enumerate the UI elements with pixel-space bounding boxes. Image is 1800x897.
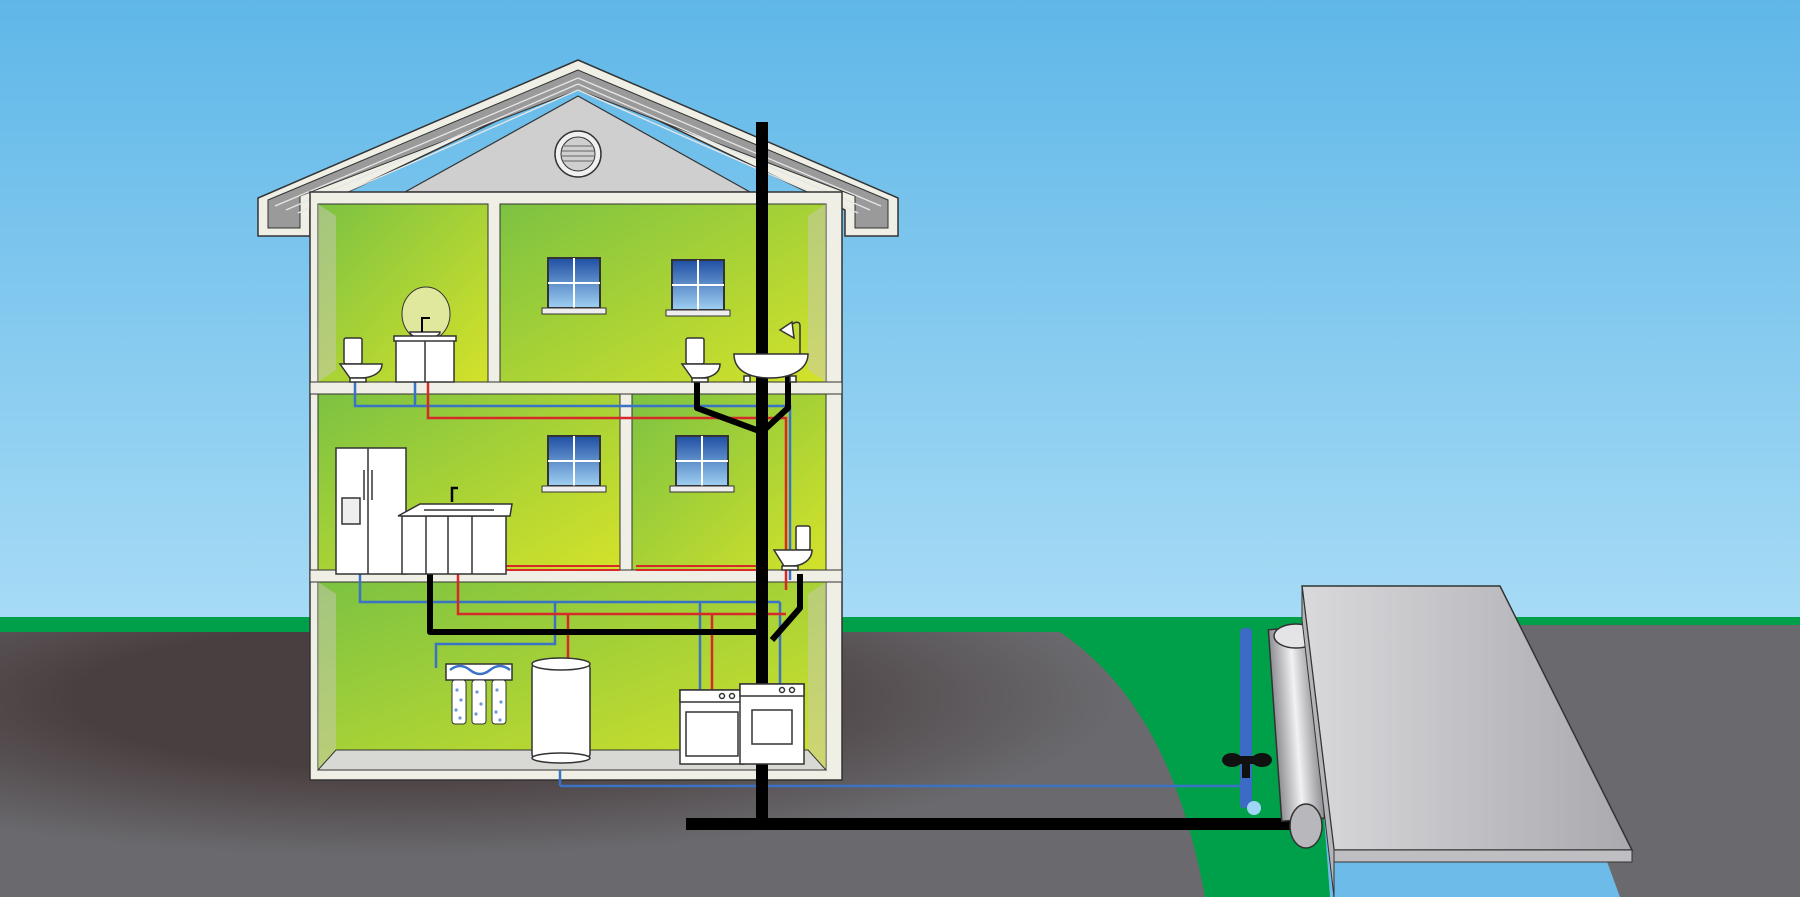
- window-upper-2: [665, 259, 731, 317]
- refrigerator-icon: [335, 447, 407, 575]
- water-filter-system-icon: [445, 663, 513, 725]
- sky: [0, 0, 1800, 640]
- clothes-dryer-icon: [739, 683, 805, 765]
- roof: [257, 59, 899, 237]
- bathroom-sink-vanity-icon: [393, 317, 457, 383]
- bathtub-icon: [733, 353, 809, 383]
- cold-water-lines: [353, 376, 1248, 788]
- curb-slab: [1301, 585, 1634, 897]
- window-main-1: [541, 435, 607, 493]
- window-main-2: [669, 435, 735, 493]
- radiant-floor-lines: [500, 565, 760, 571]
- toilet-upper-right-icon: [680, 337, 721, 383]
- shutoff-valve-icon: [1222, 753, 1272, 778]
- water-main: [1222, 628, 1272, 815]
- window-upper-1: [541, 257, 607, 315]
- shower-head-icon: [778, 320, 801, 354]
- toilet-upper-left-icon: [338, 337, 383, 383]
- kitchen-sink-cabinet-icon: [397, 486, 513, 575]
- gable-vent-icon: [554, 130, 602, 178]
- road-soil: [1520, 625, 1800, 897]
- toilet-main-floor-icon: [772, 525, 813, 571]
- washing-machine-icon: [679, 689, 745, 765]
- water-heater-icon: [531, 657, 591, 764]
